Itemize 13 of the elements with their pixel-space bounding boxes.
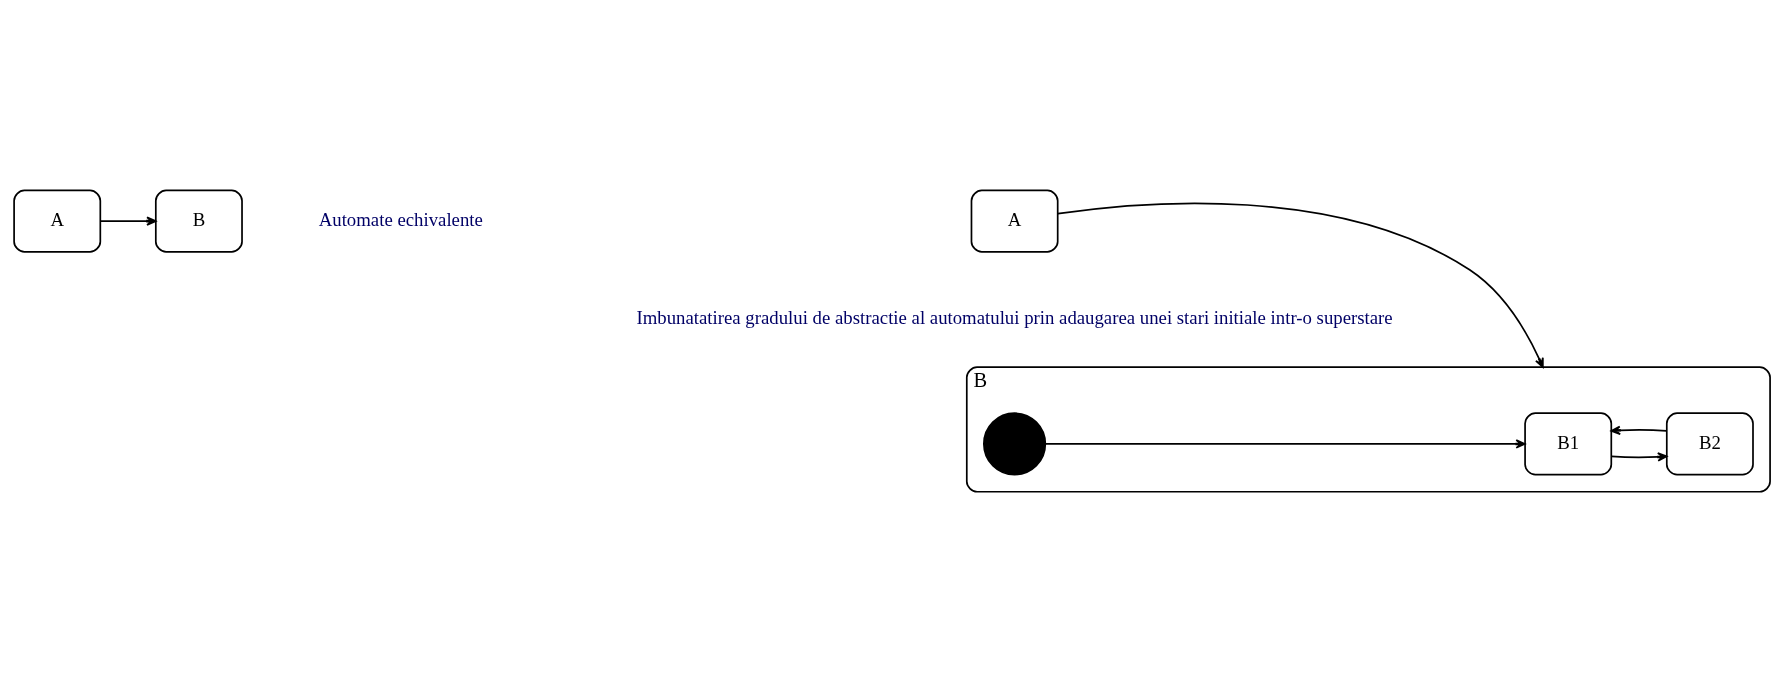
label: Automate echivalente bbox=[318, 208, 483, 230]
node-box: A bbox=[970, 189, 1059, 253]
node-circle bbox=[983, 411, 1047, 476]
label: Imbunatatirea gradului de abstractie al automatului prin adaugarea unei stari initiale intr-o superstare bbox=[636, 306, 1393, 328]
node-box: B bbox=[154, 189, 243, 253]
node-box: B1 bbox=[1524, 411, 1613, 476]
arrow bbox=[1057, 202, 1544, 368]
arrow bbox=[1044, 438, 1526, 449]
arrow bbox=[99, 215, 157, 226]
arrow bbox=[1610, 425, 1668, 435]
arrow bbox=[1610, 451, 1668, 462]
node-box: B2 bbox=[1665, 411, 1754, 476]
node-box: A bbox=[13, 189, 102, 253]
